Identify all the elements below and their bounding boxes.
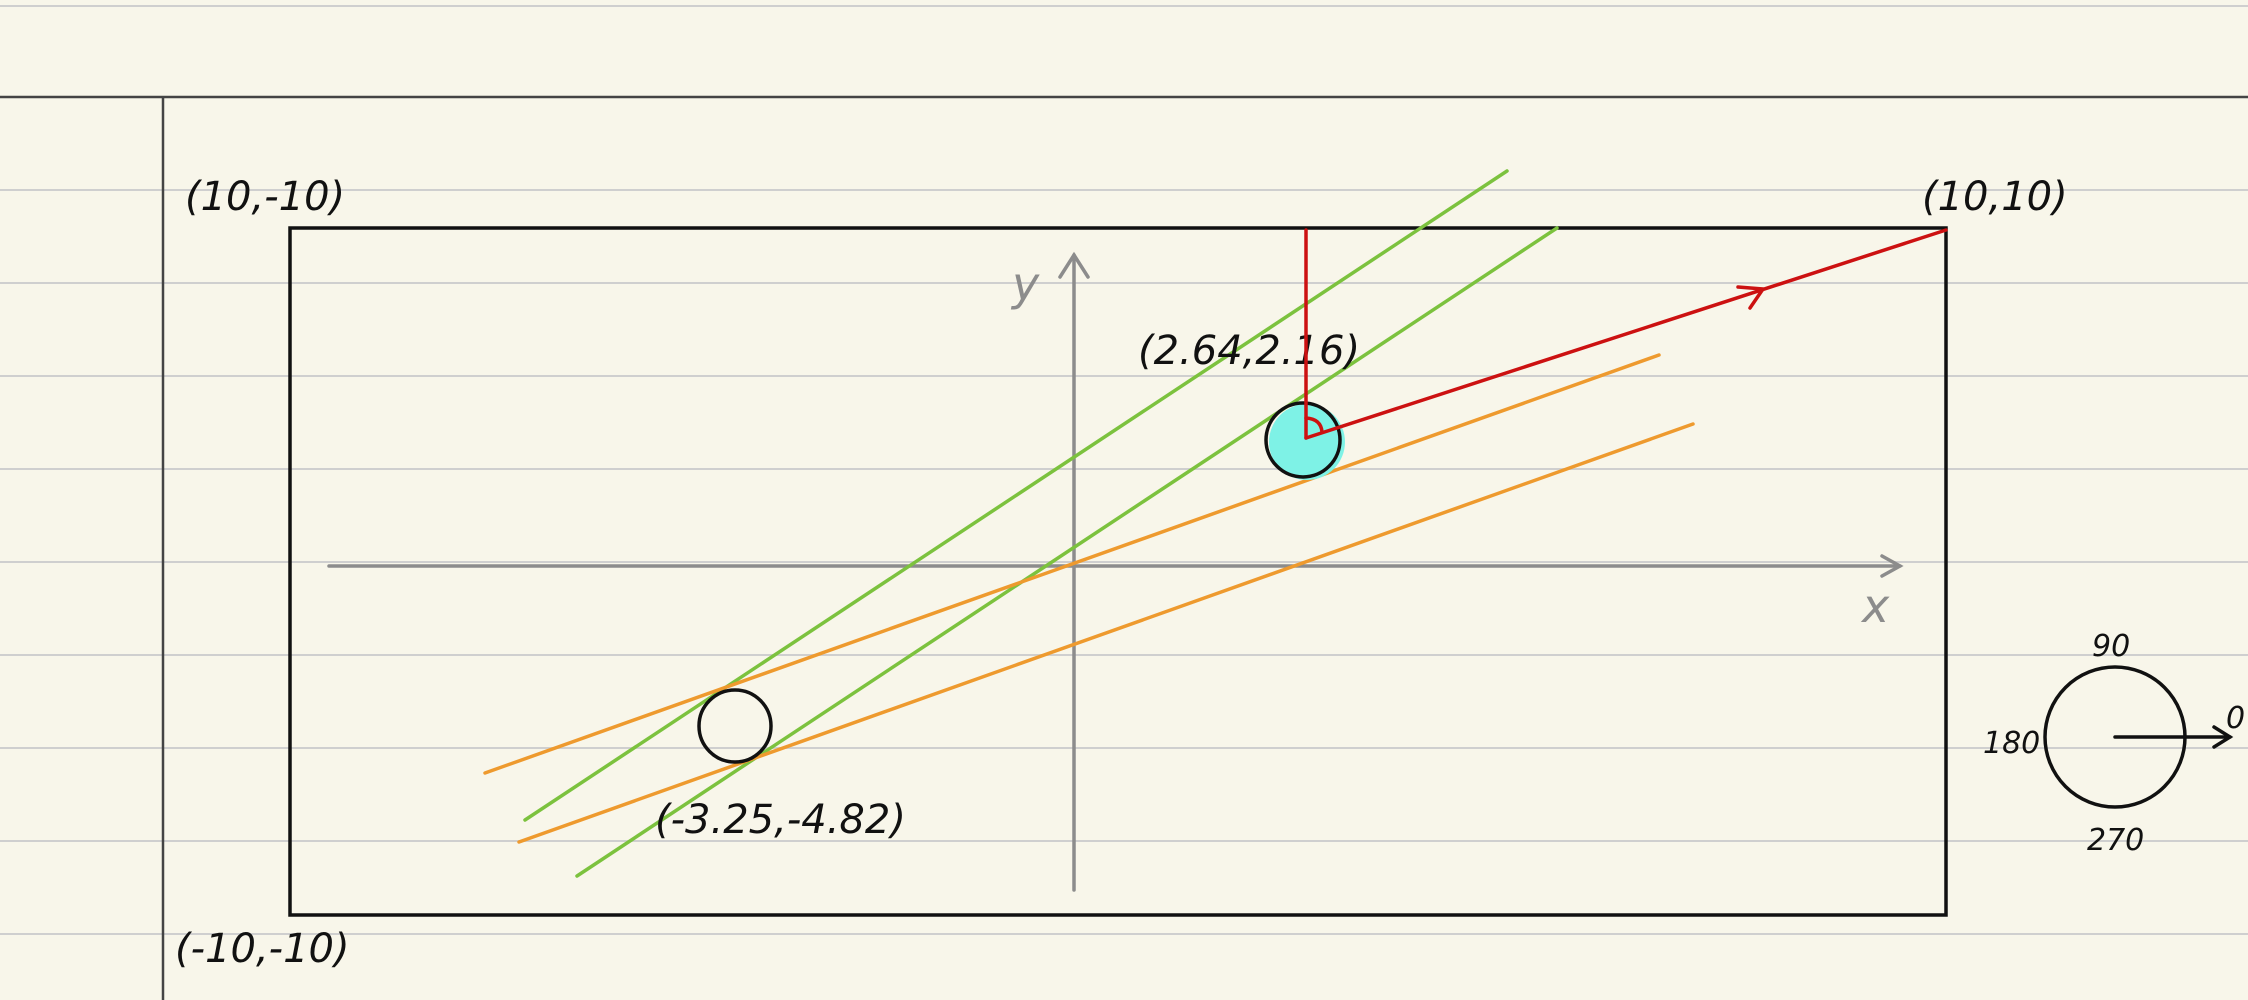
target-circle (697, 688, 773, 764)
bottom-left-corner-label: (-10,-10) (175, 926, 350, 972)
red-direction-line (1304, 228, 1948, 440)
angle-compass: 90 180 0 270 (1983, 629, 2245, 858)
x-axis (327, 554, 1904, 578)
player-coordinate-label: (2.64,2.16) (1138, 328, 1360, 374)
y-axis (1058, 251, 1090, 892)
ruled-lines (0, 5, 2248, 935)
player-fill (1269, 404, 1345, 480)
y-axis-label: y (1010, 257, 1040, 311)
target-coordinate-label: (-3.25,-4.82) (655, 797, 906, 843)
player-circle (1264, 401, 1342, 479)
green-line-upper (523, 169, 1509, 822)
top-right-corner-label: (10,10) (1922, 174, 2068, 220)
red-vector (1304, 228, 1948, 440)
compass-label-0: 0 (2226, 701, 2245, 736)
compass-label-180: 180 (1983, 726, 2040, 761)
orange-lines (483, 353, 1695, 844)
angle-arc (1304, 416, 1324, 434)
top-left-corner-label: (10,-10) (185, 174, 345, 220)
compass-arrow-head (2212, 725, 2234, 749)
green-lines (523, 169, 1559, 878)
green-line-lower (575, 226, 1559, 878)
compass-label-270: 270 (2087, 823, 2144, 858)
compass-label-90: 90 (2092, 629, 2130, 664)
orange-line-upper (483, 353, 1661, 775)
world-boundary (288, 226, 1948, 917)
orange-line-lower (517, 422, 1695, 844)
red-arrow-head (1736, 285, 1765, 310)
x-axis-label: x (1860, 579, 1890, 633)
